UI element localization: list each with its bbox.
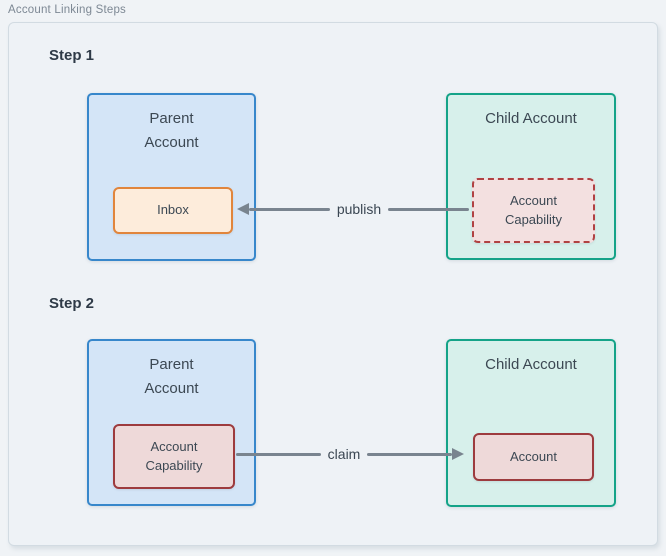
account-capability-label: Account Capability bbox=[145, 438, 203, 473]
step-2-account-capability-box: Account Capability bbox=[113, 424, 235, 489]
arrow-line bbox=[236, 452, 321, 456]
diagram-title: Account Linking Steps bbox=[8, 4, 126, 16]
child-account-title: Child Account bbox=[485, 110, 577, 127]
step-2-parent-account-node: Parent Account Account Capability bbox=[87, 339, 256, 506]
parent-account-title: Parent Account bbox=[144, 110, 199, 151]
diagram-canvas: Step 1 Parent Account Inbox Child Accoun… bbox=[8, 22, 658, 546]
arrow-line bbox=[388, 207, 469, 211]
child-account-title: Child Account bbox=[485, 356, 577, 373]
arrow-head-right-icon bbox=[452, 448, 465, 460]
arrow-line bbox=[249, 207, 330, 211]
publish-arrow: publish bbox=[237, 199, 469, 219]
step-1-account-capability-box: Account Capability bbox=[472, 178, 595, 243]
arrow-head-left-icon bbox=[237, 203, 249, 215]
step-2-heading: Step 2 bbox=[49, 295, 95, 312]
account-capability-label: Account Capability bbox=[504, 192, 563, 227]
step-2-account-box: Account bbox=[473, 433, 594, 481]
arrow-line bbox=[367, 452, 453, 456]
step-1-child-account-node: Child Account Account Capability bbox=[446, 93, 616, 260]
account-label: Account bbox=[510, 448, 557, 464]
step-1-inbox-box: Inbox bbox=[113, 187, 233, 234]
inbox-label: Inbox bbox=[157, 202, 189, 218]
step-1-heading: Step 1 bbox=[49, 47, 95, 64]
claim-arrow: claim bbox=[236, 444, 465, 464]
publish-arrow-label: publish bbox=[336, 201, 382, 217]
claim-arrow-label: claim bbox=[327, 446, 361, 462]
step-1-parent-account-node: Parent Account Inbox bbox=[87, 93, 256, 261]
step-2-child-account-node: Child Account Account bbox=[446, 339, 616, 507]
parent-account-title: Parent Account bbox=[144, 356, 199, 397]
